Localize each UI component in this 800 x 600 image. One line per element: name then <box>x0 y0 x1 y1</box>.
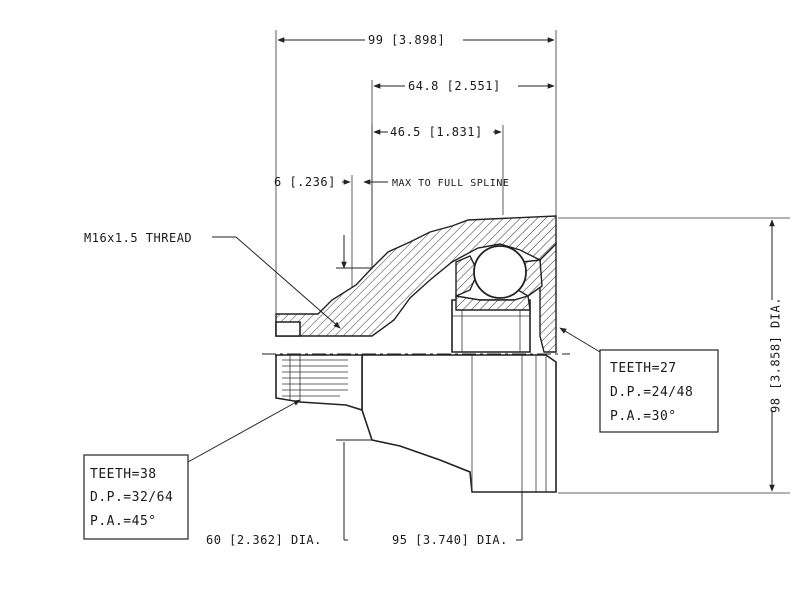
dim-spline-offset: 6 [.236] <box>274 175 336 189</box>
dim-length-3: 46.5 [1.831] <box>390 125 483 139</box>
inner-spline-pa: P.A.=30° <box>610 409 677 424</box>
inner-spline-teeth: TEETH=27 <box>610 361 677 376</box>
dimension-lines <box>277 37 775 541</box>
dim-spline-note: MAX TO FULL SPLINE <box>392 178 509 189</box>
dim-overall-length: 99 [3.898] <box>368 33 445 47</box>
ball-bearing <box>473 245 527 299</box>
dim-body-dia: 95 [3.740] DIA. <box>392 533 508 547</box>
outer-spline-dp: D.P.=32/64 <box>90 490 173 505</box>
outer-spline-pa: P.A.=45° <box>90 514 157 529</box>
dim-outer-dia: 98 [3.858] DIA. <box>769 297 783 413</box>
callout-inner-spline: TEETH=27 D.P.=24/48 P.A.=30° <box>599 349 719 433</box>
spline-teeth <box>282 355 348 402</box>
callout-outer-spline: TEETH=38 D.P.=32/64 P.A.=45° <box>83 454 189 540</box>
leader-lines <box>187 236 601 463</box>
dim-stem-dia: 60 [2.362] DIA. <box>206 533 322 547</box>
inner-spline-dp: D.P.=24/48 <box>610 385 693 400</box>
dim-length-2: 64.8 [2.551] <box>408 79 501 93</box>
thread-label: M16x1.5 THREAD <box>84 231 192 245</box>
outer-spline-teeth: TEETH=38 <box>90 467 157 482</box>
cv-joint-section <box>262 215 570 493</box>
